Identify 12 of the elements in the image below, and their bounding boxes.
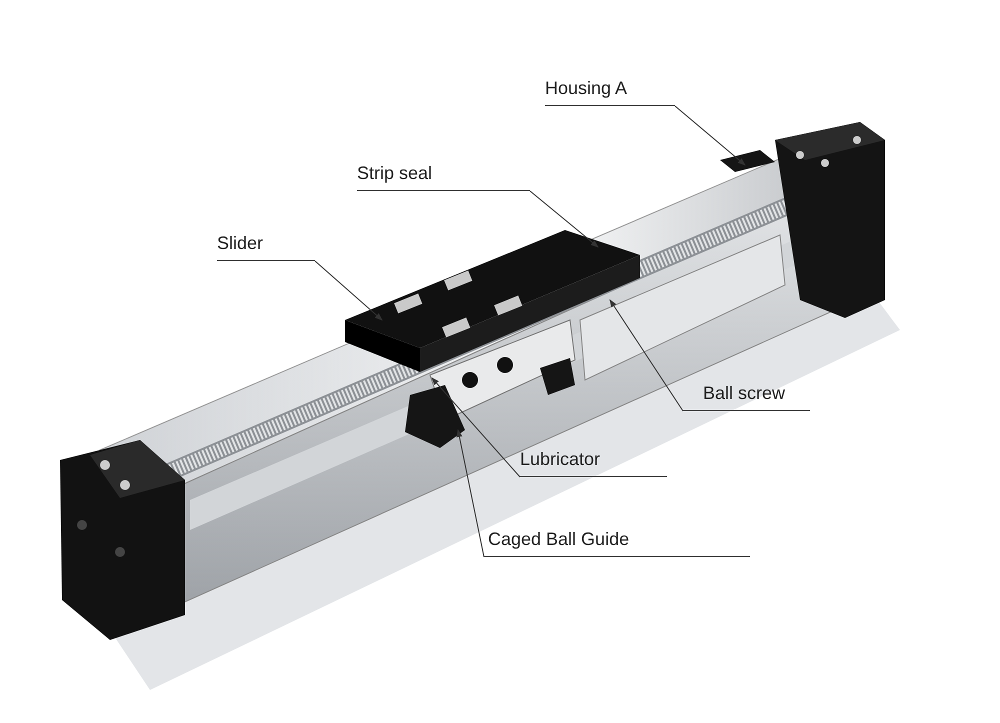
callout-label: Slider xyxy=(217,231,315,261)
callout-label: Caged Ball Guide xyxy=(484,527,750,557)
callout-label: Housing A xyxy=(545,76,675,106)
leader-line xyxy=(609,299,684,412)
leader-line xyxy=(431,377,520,478)
leader-line xyxy=(674,106,746,166)
leader-line xyxy=(530,190,599,248)
callout-label: Strip seal xyxy=(357,161,530,191)
callout-label: Ball screw xyxy=(683,381,810,411)
leader-line xyxy=(456,429,484,558)
leader-line xyxy=(314,260,383,321)
callout-label: Lubricator xyxy=(520,447,667,477)
